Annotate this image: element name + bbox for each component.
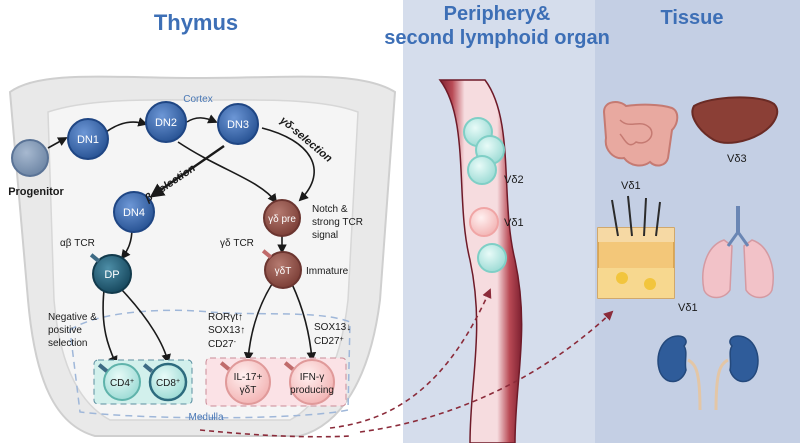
intestine-organ	[602, 101, 679, 167]
dn1-label: DN1	[77, 134, 99, 146]
ifng-label-2: producing	[290, 385, 334, 396]
arrow-dn1-dn2	[105, 117, 148, 133]
sox13-down-label: SOX13↓	[314, 322, 351, 333]
migration-arrows	[199, 288, 614, 438]
gd-pre-cell: γδ pre	[263, 199, 301, 237]
tissue-title: Tissue	[661, 7, 724, 29]
medulla-label: Medulla	[188, 412, 223, 423]
dn1-cell: DN1	[67, 118, 109, 160]
dp-cell: DP	[92, 254, 132, 294]
cd27-pos-text: CD27	[314, 336, 340, 347]
cd8-sup: +	[176, 378, 180, 385]
cd27-neg-text: CD27	[208, 339, 234, 350]
arrow-dn2-gdpre	[177, 141, 278, 204]
arrow-gdt-ifng	[291, 283, 317, 362]
vd1-cell-1	[469, 207, 499, 237]
cd8-tcr-icon	[142, 363, 154, 373]
thymus-inner	[47, 99, 359, 421]
ifng-tcr-icon	[283, 361, 295, 371]
dn4-cell: DN4	[113, 191, 155, 233]
ifng-gdt-cell: IFN-γ producing	[289, 359, 335, 405]
arrow-dp-cd4	[102, 289, 118, 366]
progenitor-label: Progenitor	[8, 186, 64, 198]
lung-organ	[702, 206, 774, 299]
gd-pre-label: γδ pre	[268, 214, 296, 225]
rorgt-label: RORγt↑	[208, 312, 243, 323]
cd8-cell: CD8+	[148, 362, 188, 402]
sox13-up-label: SOX13↑	[208, 325, 245, 336]
immature-label: Immature	[306, 266, 349, 277]
arrow-thymus-to-vessel	[329, 288, 492, 429]
notch-label-2: strong TCR	[312, 217, 363, 228]
dn2-cell: DN2	[145, 101, 187, 143]
vd1-cell-2	[477, 243, 507, 273]
skin-organ	[597, 195, 675, 299]
dn2-label: DN2	[155, 117, 177, 129]
il17-gdt-cell: IL-17+ γδT	[225, 359, 271, 405]
kidney-organ	[657, 335, 759, 411]
development-arrows	[47, 114, 317, 366]
vd2-label: Vδ2	[504, 174, 524, 186]
cd4-text: CD4	[110, 378, 130, 389]
cd8-text: CD8	[156, 378, 176, 389]
cd27-pos-label: CD27+	[314, 336, 344, 348]
cd4-tcr-icon	[97, 363, 109, 373]
vd1-skin-lung-label: Vδ1	[678, 302, 698, 314]
arrow-thymus-to-tissue	[359, 310, 614, 433]
vd2-cell-3	[467, 155, 497, 185]
ab-tcr-label: αβ TCR	[60, 238, 95, 249]
periphery-title: Periphery&	[444, 3, 551, 25]
thymus-title: Thymus	[154, 10, 238, 35]
arrow-dp-cd8	[121, 289, 171, 364]
periphery-subtitle: second lymphoid organ	[384, 27, 610, 49]
dn3-cell: DN3	[217, 103, 259, 145]
arrow-dn2-dn3	[186, 114, 218, 124]
arrow-medulla-exit	[199, 429, 351, 438]
il17-label-2: γδT	[240, 385, 257, 396]
cd27-pos-sup: +	[340, 336, 344, 343]
cd8-label: CD8+	[156, 378, 180, 390]
arrow-progenitor-dn1	[47, 137, 68, 149]
vd1-periphery-label: Vδ1	[504, 217, 524, 229]
il17-label-1: IL-17+	[234, 372, 263, 383]
vd3-liver-label: Vδ3	[727, 153, 747, 165]
ifng-label-1: IFN-γ	[300, 372, 324, 383]
gdt-label: γδT	[275, 266, 292, 277]
ab-tcr-receptor-icon	[89, 253, 101, 263]
cd27-neg-sup: -	[234, 339, 237, 346]
arrow-dn3-dn4	[149, 145, 225, 198]
arrow-gdt-il17	[243, 283, 273, 362]
vd1-gut-label: Vδ1	[621, 180, 641, 192]
dn4-label: DN4	[123, 207, 145, 219]
dn3-label: DN3	[227, 119, 249, 131]
gd-tcr-receptor-icon	[261, 249, 273, 259]
dp-label: DP	[104, 269, 119, 281]
gdt-cell: γδT	[264, 251, 302, 289]
neg-pos-label-1: Negative &	[48, 312, 97, 323]
gd-tcr-label: γδ TCR	[220, 238, 254, 249]
il17-tcr-icon	[219, 361, 231, 371]
cd4-sup: +	[130, 378, 134, 385]
arrow-dn3-gdpre	[261, 127, 315, 202]
neg-pos-label-2: positive	[48, 325, 82, 336]
cd4-label: CD4+	[110, 378, 134, 390]
cd27-neg-label: CD27-	[208, 339, 237, 351]
medulla-region	[69, 309, 351, 419]
neg-pos-label-3: selection	[48, 338, 87, 349]
notch-label-1: Notch &	[312, 204, 348, 215]
cd4-cell: CD4+	[103, 363, 141, 401]
notch-label-3: signal	[312, 230, 338, 241]
progenitor-cell	[11, 139, 49, 177]
cortex-label: Cortex	[183, 94, 212, 105]
liver-organ	[691, 96, 779, 144]
